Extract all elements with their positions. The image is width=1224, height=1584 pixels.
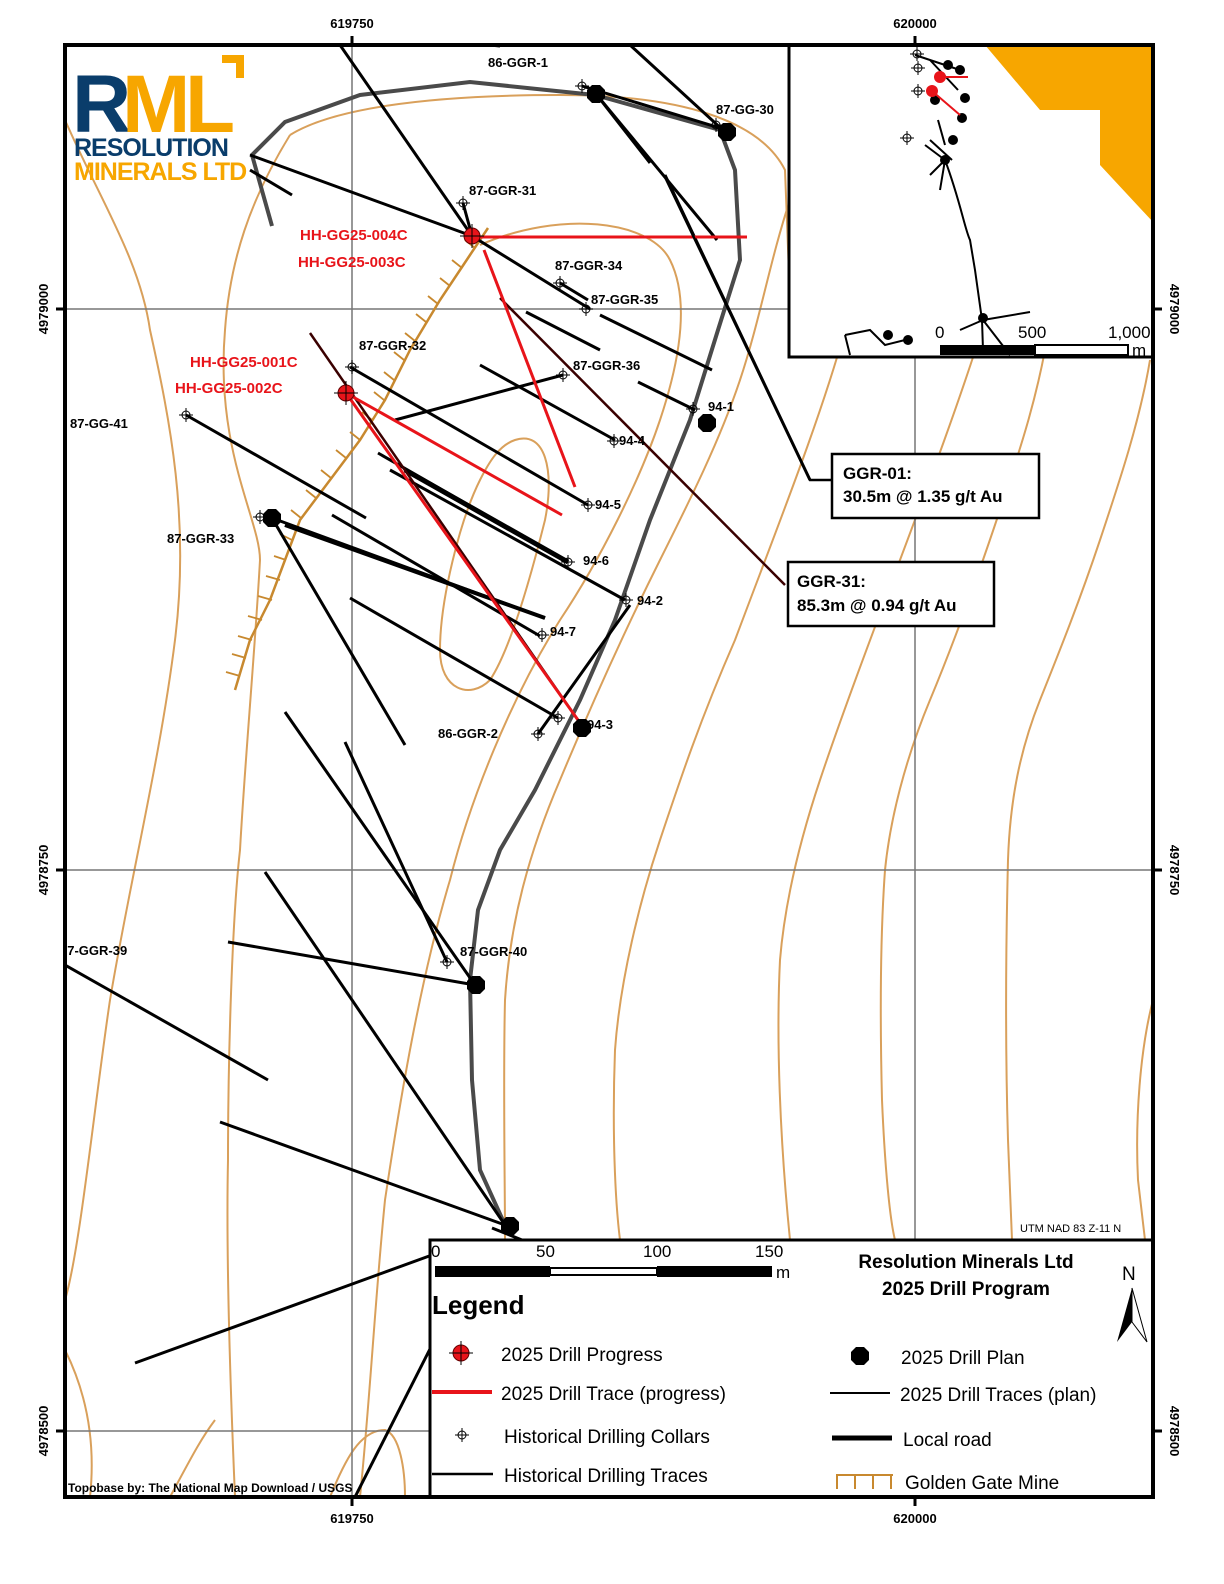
callout-ggr-01-result: 30.5m @ 1.35 g/t Au [843,487,1003,506]
label-94-1: 94-1 [708,399,734,414]
map-frame [63,43,1155,1499]
black-octagon-icon [851,1347,869,1365]
y-tick-right-4978750: 4978750 [1167,845,1182,896]
y-tick-right-4978500: 4978500 [1167,1406,1182,1457]
y-tick-left-4979000: 4979000 [36,284,51,335]
map-title-company: Resolution Minerals Ltd [858,1252,1073,1273]
label-87-ggr-35: 87-GGR-35 [591,292,658,307]
legend-label: 2025 Drill Trace (progress) [501,1384,726,1405]
legend-label: Local road [903,1430,992,1451]
legend-panel: 0 50 100 150 m Resolution Minerals Ltd 2… [428,1238,1155,1499]
logo-corner-mark [222,55,244,78]
legend-label: 2025 Drill Traces (plan) [900,1385,1096,1406]
callout-ggr-01-title: GGR-01: [843,464,912,483]
hole-labels: HH-GG25-004C HH-GG25-003C HH-GG25-001C H… [60,55,774,959]
thick-trace-94-7 [284,523,546,620]
rml-logo: R M L RESOLUTION MINERALS LTD [72,55,247,186]
legend-item-golden-gate-mine: Golden Gate Mine [836,1473,1059,1494]
legend-item-historical-traces: Historical Drilling Traces [432,1466,708,1487]
legend-item-local-road: Local road [832,1430,992,1451]
label-94-7: 94-7 [550,624,576,639]
label-94-5: 94-5 [595,497,621,512]
local-road [249,79,743,1226]
map-body: HH-GG25-004C HH-GG25-003C HH-GG25-001C H… [60,45,1153,1497]
thick-trace-94-6 [403,467,570,565]
inset-points [883,46,988,345]
label-87-ggr-31: 87-GGR-31 [469,183,536,198]
north-label: N [1122,1264,1136,1285]
logo-resolution: RESOLUTION [74,134,228,162]
legend-item-drill-traces-plan: 2025 Drill Traces (plan) [830,1385,1096,1406]
label-hh-gg25-002c: HH-GG25-002C [175,380,283,397]
inset-scale-0: 0 [935,323,944,342]
legend-label: Golden Gate Mine [905,1473,1059,1494]
map-title-program: 2025 Drill Program [882,1279,1050,1300]
drill-trace-progress [344,235,747,721]
y-tick-right-4979000: 4979000 [1167,284,1182,335]
label-87-gg-41: 87-GG-41 [70,416,128,431]
hachured-line-icon [836,1474,893,1489]
inset-scale-unit: m [1132,341,1146,360]
inset-claim-area [985,45,1153,222]
x-tick-top-619750: 619750 [330,16,373,31]
legend-item-drill-progress: 2025 Drill Progress [448,1340,663,1366]
projection-label: UTM NAD 83 Z-11 N [1020,1223,1121,1235]
north-arrow-icon [1117,1288,1132,1342]
label-94-6: 94-6 [583,553,609,568]
callout-ggr-01: GGR-01: 30.5m @ 1.35 g/t Au [662,174,1041,520]
label-94-2: 94-2 [637,593,663,608]
scale-tick-0: 0 [431,1242,440,1261]
y-tick-left-4978500: 4978500 [36,1406,51,1457]
scale-bar: 0 50 100 150 m [431,1242,790,1282]
legend-label: 2025 Drill Progress [501,1345,663,1366]
label-87-ggr-32: 87-GGR-32 [359,338,426,353]
legend-label: Historical Drilling Collars [504,1427,710,1448]
legend-label: Historical Drilling Traces [504,1466,708,1487]
drill-progress-points [333,223,485,406]
callout-ggr-31: GGR-31: 85.3m @ 0.94 g/t Au [786,560,996,628]
historical-drilling-traces [65,45,812,1497]
x-tick-top-620000: 620000 [893,16,936,31]
callout-ggr-31-title: GGR-31: [797,572,866,591]
label-87-ggr-34: 87-GGR-34 [555,258,623,273]
inset-scale-bar: 0 500 1,000 m [935,323,1151,360]
label-94-3: 94-3 [587,717,613,732]
x-tick-bottom-620000: 620000 [893,1511,936,1526]
label-87-ggr-36: 87-GGR-36 [573,358,640,373]
label-87-ggr-33: 87-GGR-33 [167,531,234,546]
inset-scale-500: 500 [1018,323,1046,342]
inset-locator-map: 0 500 1,000 m [787,43,1155,360]
axis-ticks [56,36,1162,1506]
historical-collars [178,78,724,970]
scale-tick-50: 50 [536,1242,555,1261]
label-87-ggr-39: 87-GGR-39 [60,943,127,958]
ggr-31-trace [308,297,786,727]
label-94-4: 94-4 [619,433,646,448]
label-86-ggr-1: 86-GGR-1 [488,55,548,70]
x-tick-bottom-619750: 619750 [330,1511,373,1526]
callout-ggr-31-result: 85.3m @ 0.94 g/t Au [797,596,957,615]
axis-labels: 619750 620000 619750 620000 4979000 4978… [36,16,1182,1526]
legend-item-drill-trace-progress: 2025 Drill Trace (progress) [432,1384,726,1405]
label-87-ggr-40: 87-GGR-40 [460,944,527,959]
legend-item-historical-collars: Historical Drilling Collars [454,1427,710,1448]
topobase-credit: Topobase by: The National Map Download /… [68,1481,352,1495]
scale-tick-100: 100 [643,1242,671,1261]
legend-item-drill-plan: 2025 Drill Plan [851,1347,1025,1369]
label-87-gg-30: 87-GG-30 [716,102,774,117]
scale-unit: m [776,1263,790,1282]
label-hh-gg25-004c: HH-GG25-004C [300,227,408,244]
label-86-ggr-2: 86-GGR-2 [438,726,498,741]
y-tick-left-4978750: 4978750 [36,845,51,896]
legend-label: 2025 Drill Plan [901,1348,1025,1369]
logo-minerals-ltd: MINERALS LTD [74,158,246,186]
legend-title: Legend [432,1290,524,1320]
north-arrow: N [1117,1264,1148,1343]
label-hh-gg25-001c: HH-GG25-001C [190,354,298,371]
logo-letter-m: M [122,59,185,150]
scale-tick-150: 150 [755,1242,783,1261]
inset-scale-1000: 1,000 [1108,323,1151,342]
label-hh-gg25-003c: HH-GG25-003C [298,254,406,271]
